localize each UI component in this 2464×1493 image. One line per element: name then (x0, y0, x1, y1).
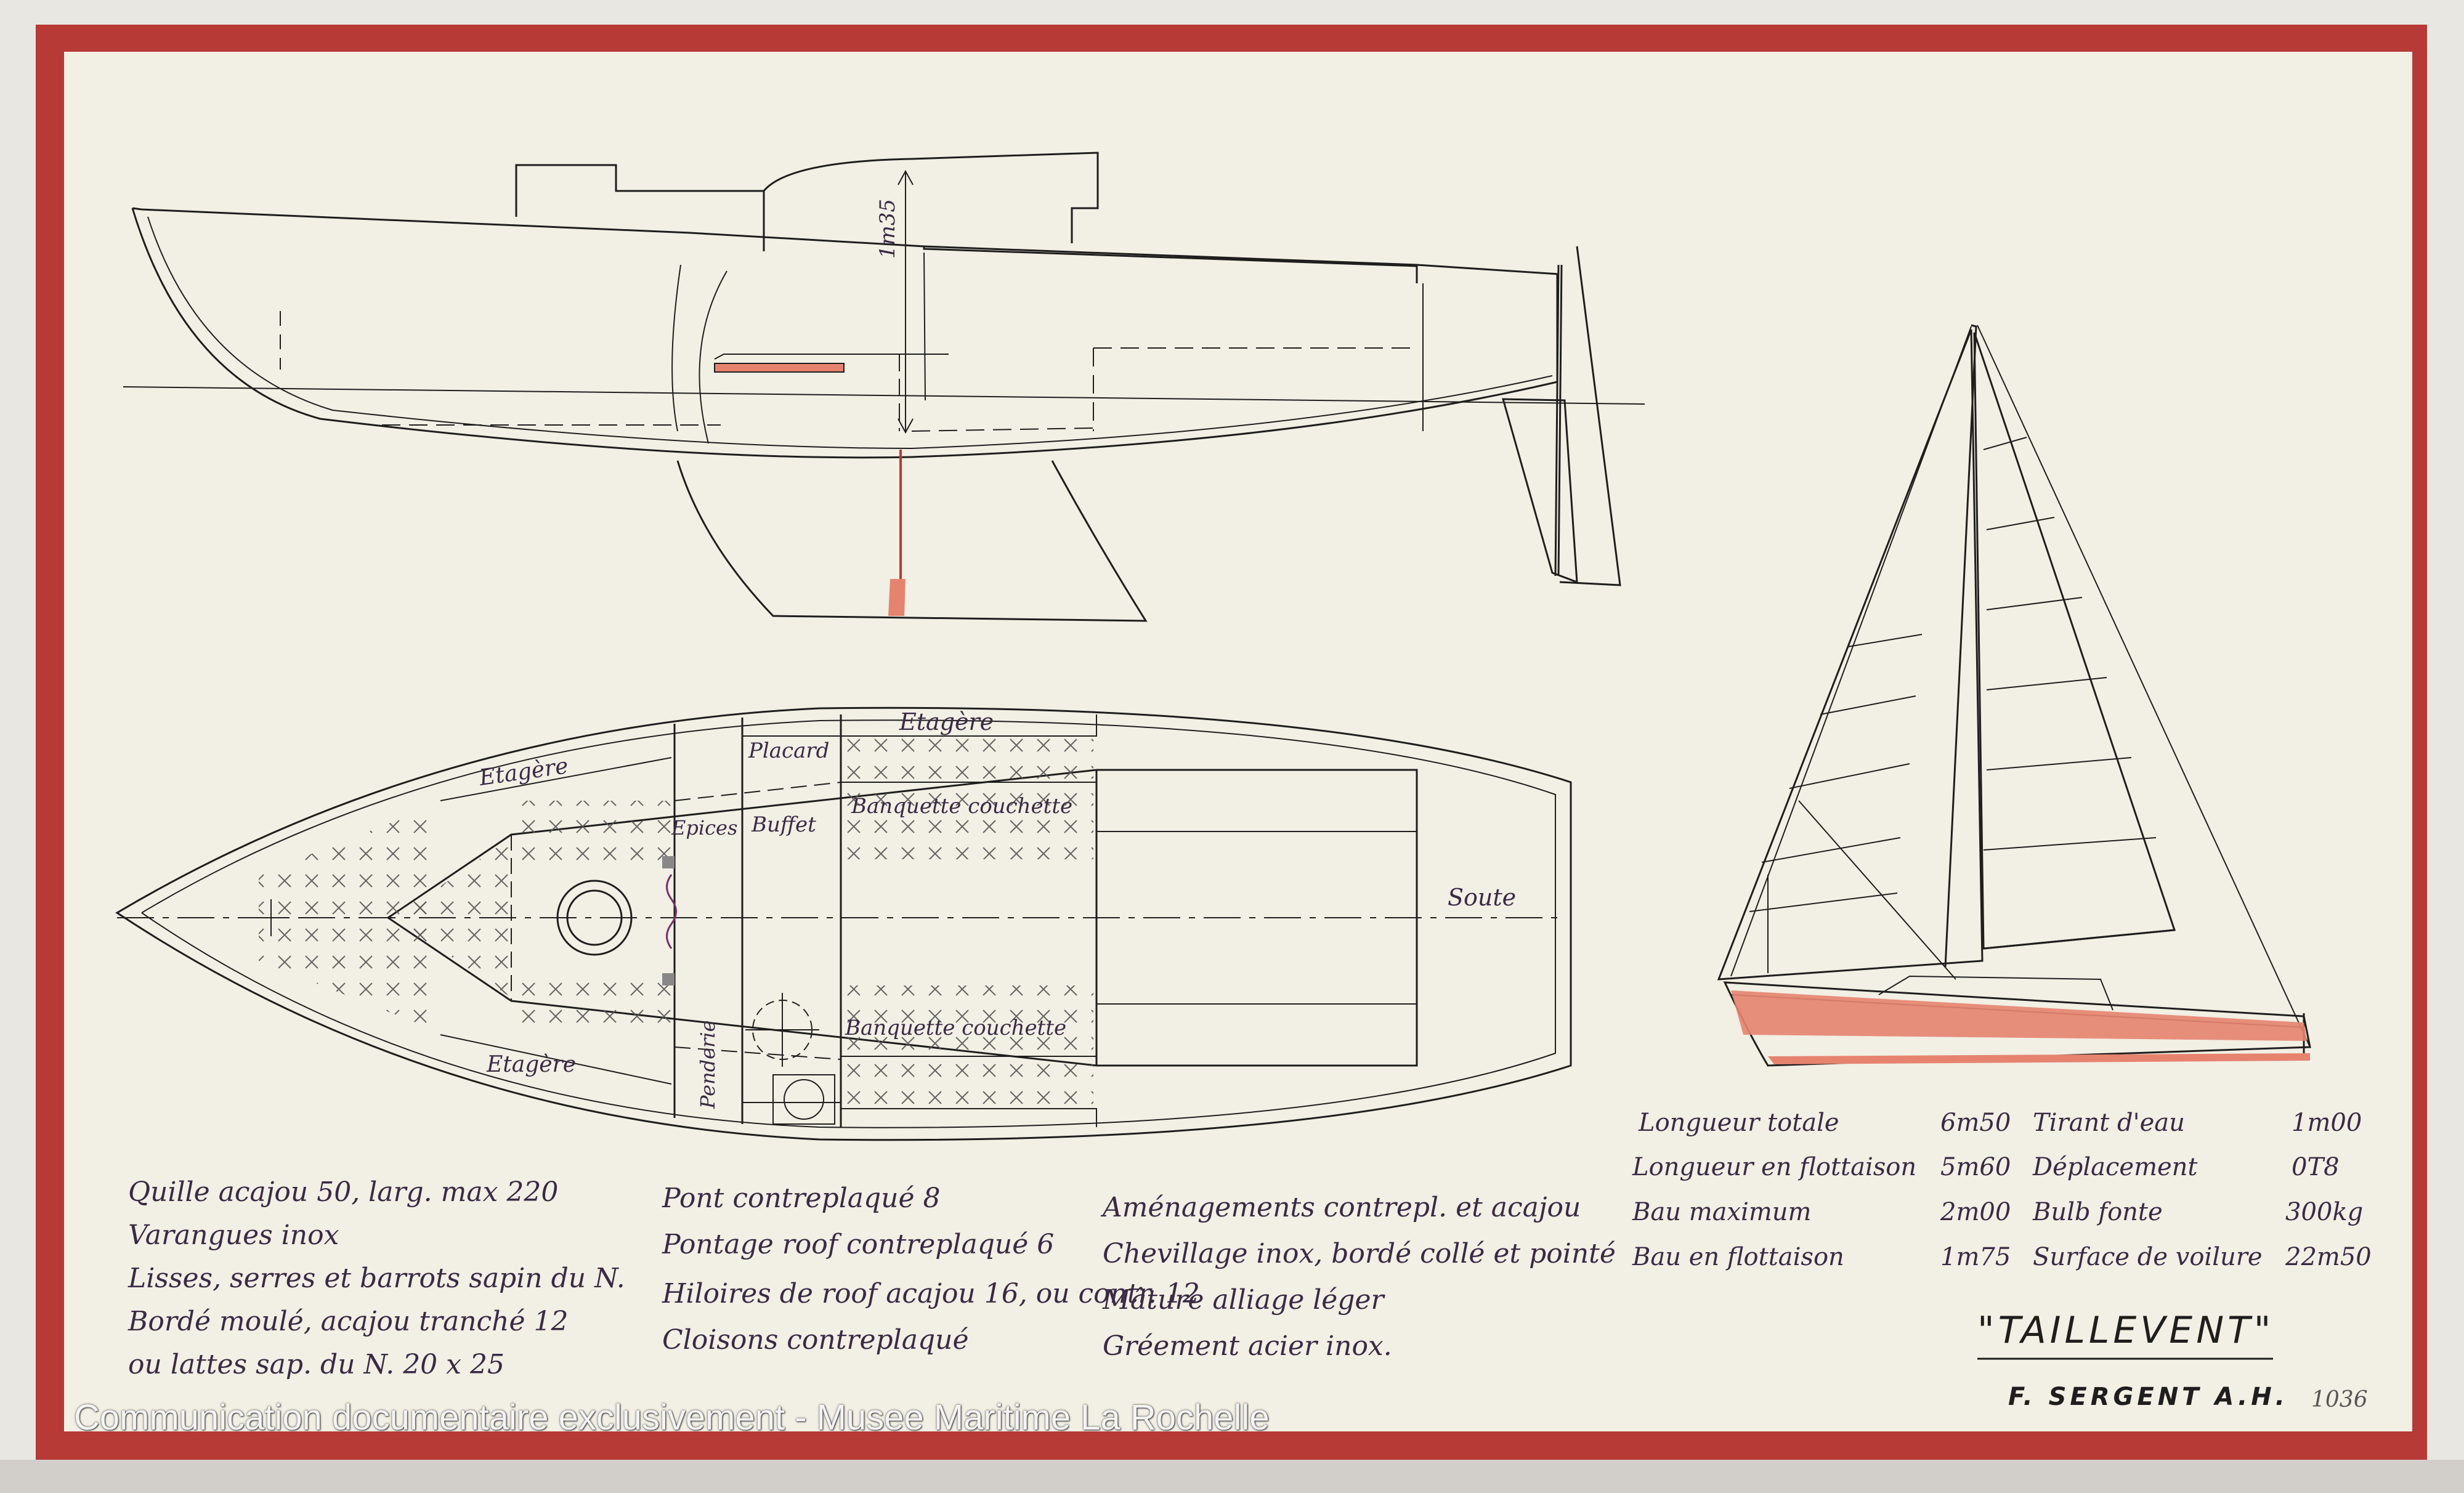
plan-hull-outline (115, 706, 1572, 1141)
spec-left-label-4: Bau en flottaison (1632, 1243, 1844, 1271)
plan-post-top (662, 856, 675, 868)
note-col1-line2: Varangues inox (128, 1220, 339, 1251)
spec-right-label-2: Déplacement (2033, 1153, 2198, 1181)
profile-coachroof (515, 152, 1099, 243)
note-col2-line1: Pont contreplaqué 8 (662, 1183, 941, 1214)
spec-left-label-3: Bau maximum (1632, 1198, 1812, 1226)
note-col3-line1: Aménagements contrepl. et acajou (1103, 1192, 1581, 1223)
spec-left-value-2: 5m60 (1940, 1153, 2011, 1181)
note-col3-line4: Gréement acier inox. (1103, 1330, 1392, 1362)
sail-mast (1944, 324, 1977, 968)
note-col2-line4: Cloisons contreplaqué (662, 1324, 969, 1356)
label-buffet: Buffet (751, 812, 816, 837)
spec-right-label-1: Tirant d'eau (2033, 1109, 2185, 1137)
sheet-number: 1036 (2311, 1387, 2368, 1412)
designer-signature: F. SERGENT A.H. (2008, 1383, 2288, 1411)
scan-bottom-strip (0, 1460, 2464, 1493)
note-col1-line4: Bordé moulé, acajou tranché 12 (128, 1306, 569, 1337)
profile-keel-highlight (888, 579, 906, 616)
spec-right-value-4: 22m50 (2285, 1243, 2372, 1271)
label-etagere-top: Etagère (899, 708, 994, 735)
note-col3-line3: Mâture alliage léger (1103, 1284, 1384, 1316)
profile-keel (676, 460, 1148, 622)
label-banquette-top: Banquette couchette (851, 794, 1072, 819)
spec-left-label-1: Longueur totale (1639, 1109, 1839, 1137)
plan-vberth-bottom (511, 973, 671, 1035)
boat-name-underline (1977, 1357, 2273, 1360)
side-profile (123, 152, 1645, 622)
label-epices: Epices (671, 816, 737, 840)
label-banquette-bottom: Banquette couchette (845, 1016, 1066, 1040)
spec-right-value-2: 0T8 (2292, 1153, 2340, 1181)
museum-watermark: Communication documentaire exclusivement… (74, 1398, 1270, 1438)
spec-left-label-2: Longueur en flottaison (1632, 1153, 1917, 1181)
spec-left-value-1: 6m50 (1940, 1109, 2011, 1137)
label-placard: Placard (748, 738, 829, 763)
note-col1-line1: Quille acajou 50, larg. max 220 (128, 1176, 559, 1208)
note-col2-line3: Hiloires de roof acajou 16, ou contr. 12 (662, 1278, 1200, 1309)
spec-right-value-1: 1m00 (2292, 1109, 2362, 1137)
boat-name: "TAILLEVENT" (1977, 1309, 2275, 1352)
sail-plan (1717, 324, 2311, 1067)
plan-berth-bottom (841, 985, 1093, 1109)
note-col3-line2: Chevillage inox, bordé collé et pointé (1103, 1238, 1616, 1269)
profile-berth-cushion (714, 363, 845, 373)
plan-forepeak-hatching (259, 807, 431, 1029)
profile-rudder (1502, 398, 1578, 584)
note-col2-line2: Pontage roof contreplaqué 6 (662, 1229, 1055, 1260)
spec-right-value-3: 300kg (2285, 1198, 2364, 1226)
plan-berth-top (841, 736, 1093, 859)
sail-forestay (1730, 326, 1972, 977)
plan-vberth-top (511, 801, 671, 862)
sail-jib (1717, 329, 1984, 981)
profile-sheer-line (132, 207, 1559, 275)
sail-hull-topsides (1731, 990, 2307, 1041)
drawing-sheet (64, 52, 2412, 1431)
spec-right-label-4: Surface de voilure (2033, 1243, 2263, 1271)
sail-backstay (1977, 325, 2311, 1048)
plan-post-bottom (662, 973, 675, 985)
profile-hull-bottom (131, 208, 1558, 459)
plan-forepeak-cushion (394, 838, 511, 998)
label-soute: Soute (1448, 884, 1516, 911)
sail-hull (1723, 981, 2311, 1067)
spec-left-value-4: 1m75 (1940, 1243, 2011, 1271)
note-col1-line3: Lisses, serres et barrots sapin du N. (128, 1263, 625, 1294)
spec-left-value-3: 2m00 (1940, 1198, 2011, 1226)
label-etagere-left-bottom: Etagère (486, 1052, 576, 1077)
sail-hull-boot-stripe (1768, 1053, 2310, 1064)
label-penderie: Penderie (696, 1020, 719, 1109)
profile-waterline (123, 386, 1645, 405)
sail-main (1973, 332, 2176, 950)
spec-right-label-3: Bulb fonte (2033, 1198, 2163, 1226)
note-col1-line5: ou lattes sap. du N. 20 x 25 (128, 1349, 505, 1380)
profile-height-dimension: 1m35 (875, 199, 900, 259)
